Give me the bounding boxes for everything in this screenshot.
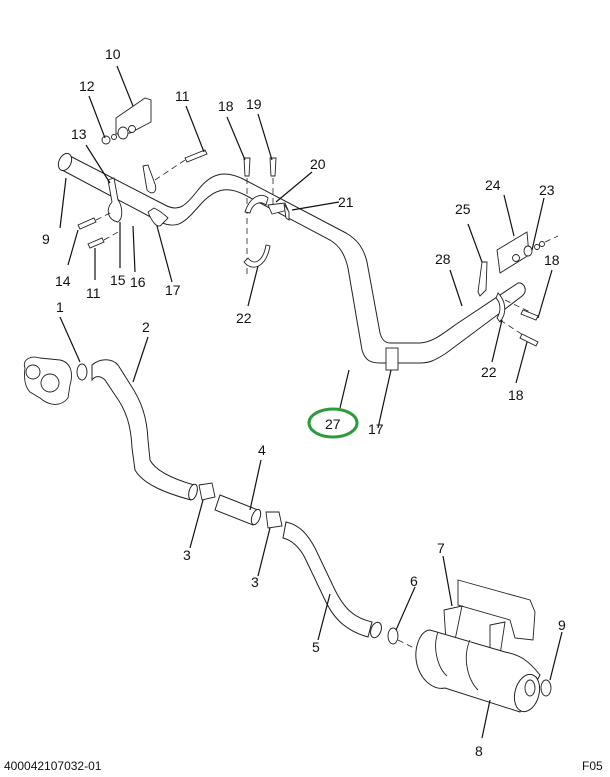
callout-12: 12 — [79, 78, 95, 94]
bolt-18-right-lower — [519, 333, 539, 347]
callout-13: 13 — [71, 126, 87, 142]
mount-bracket-7 — [457, 579, 536, 641]
callout-5: 5 — [312, 639, 320, 655]
clamp-3b — [265, 511, 283, 529]
callout-labels: 10 12 11 18 19 13 20 21 24 23 25 9 14 15… — [42, 46, 566, 759]
bolt-18-upper — [243, 157, 251, 177]
bolt-18-right-upper — [520, 309, 539, 321]
washer-12 — [111, 134, 117, 140]
clamp-13 — [107, 177, 123, 223]
callout-25: 25 — [455, 201, 471, 217]
callout-20: 20 — [310, 156, 326, 172]
lower-clamp-half-22 — [243, 244, 271, 268]
pipe-2 — [91, 359, 195, 501]
clamp-strap-16 — [142, 164, 157, 194]
tab-21 — [283, 203, 290, 221]
callout-28: 28 — [435, 251, 451, 267]
sheet-code: F05 — [582, 759, 603, 773]
clamp-6 — [387, 627, 399, 645]
bolt-11-upper — [184, 149, 208, 163]
callout-8: 8 — [475, 743, 483, 759]
highlight-circle-27 — [307, 407, 359, 439]
leader-lines — [59, 65, 563, 739]
strap-25 — [477, 261, 488, 297]
callout-23: 23 — [539, 182, 555, 198]
callout-22-middle: 22 — [236, 310, 252, 326]
bolt-14 — [77, 217, 97, 230]
upper-exhaust-pipe — [57, 152, 526, 371]
upper-clamp-half — [244, 194, 269, 214]
washer-23a — [512, 254, 520, 262]
callout-9-lower: 9 — [558, 617, 566, 633]
callout-3-right: 3 — [251, 574, 259, 590]
clamp-1 — [76, 363, 88, 381]
upper-left-hardware — [77, 97, 208, 249]
sleeve-band-17 — [385, 347, 399, 371]
callout-4: 4 — [258, 442, 266, 458]
callout-22-right: 22 — [481, 364, 497, 380]
pipe-5 — [282, 521, 373, 638]
muffler-8 — [415, 629, 541, 713]
callout-24: 24 — [485, 177, 501, 193]
washer-23b — [534, 244, 540, 250]
nut-12 — [101, 135, 111, 145]
bolt-19 — [269, 157, 277, 177]
callout-11-upper: 11 — [175, 88, 190, 104]
right-hardware — [477, 231, 559, 347]
callout-27: 27 — [325, 416, 341, 432]
callout-11-lower: 11 — [86, 285, 101, 301]
callout-14: 14 — [55, 273, 71, 289]
part-number: 400042107032-01 — [4, 759, 102, 773]
bracket-10 — [115, 97, 152, 135]
callout-9-upper: 9 — [42, 231, 50, 247]
washer-12b — [128, 125, 136, 133]
callout-1: 1 — [56, 299, 64, 315]
pipe-4 — [214, 494, 259, 526]
callout-21: 21 — [338, 194, 354, 210]
callout-17-upper: 17 — [165, 282, 181, 298]
callout-15: 15 — [110, 272, 126, 288]
callout-3-left: 3 — [183, 547, 191, 563]
callout-18-right-lower: 18 — [508, 387, 524, 403]
callout-10: 10 — [105, 46, 121, 62]
callout-18-top: 18 — [218, 98, 234, 114]
nut-23 — [539, 241, 545, 247]
bolt-11-lower — [87, 237, 105, 249]
clamp-3a — [198, 482, 216, 501]
callout-17-lower: 17 — [368, 421, 384, 437]
upper-middle-hardware — [243, 157, 290, 275]
spacer-23 — [523, 245, 533, 257]
pipe-inlet-end — [57, 152, 73, 172]
callout-6: 6 — [410, 573, 418, 589]
lower-exhaust-pipes — [91, 359, 415, 649]
clamp-22-right — [495, 292, 506, 323]
callout-18-right-upper: 18 — [544, 252, 560, 268]
callout-19: 19 — [246, 96, 262, 112]
clamp-band-17 — [147, 207, 169, 227]
callout-2: 2 — [142, 319, 150, 335]
clamp-9-tail — [540, 679, 552, 697]
spacer-12 — [117, 126, 129, 140]
turbocharger — [23, 356, 88, 405]
callout-7: 7 — [437, 540, 445, 556]
muffler-assembly — [415, 579, 552, 713]
callout-16: 16 — [130, 274, 146, 290]
